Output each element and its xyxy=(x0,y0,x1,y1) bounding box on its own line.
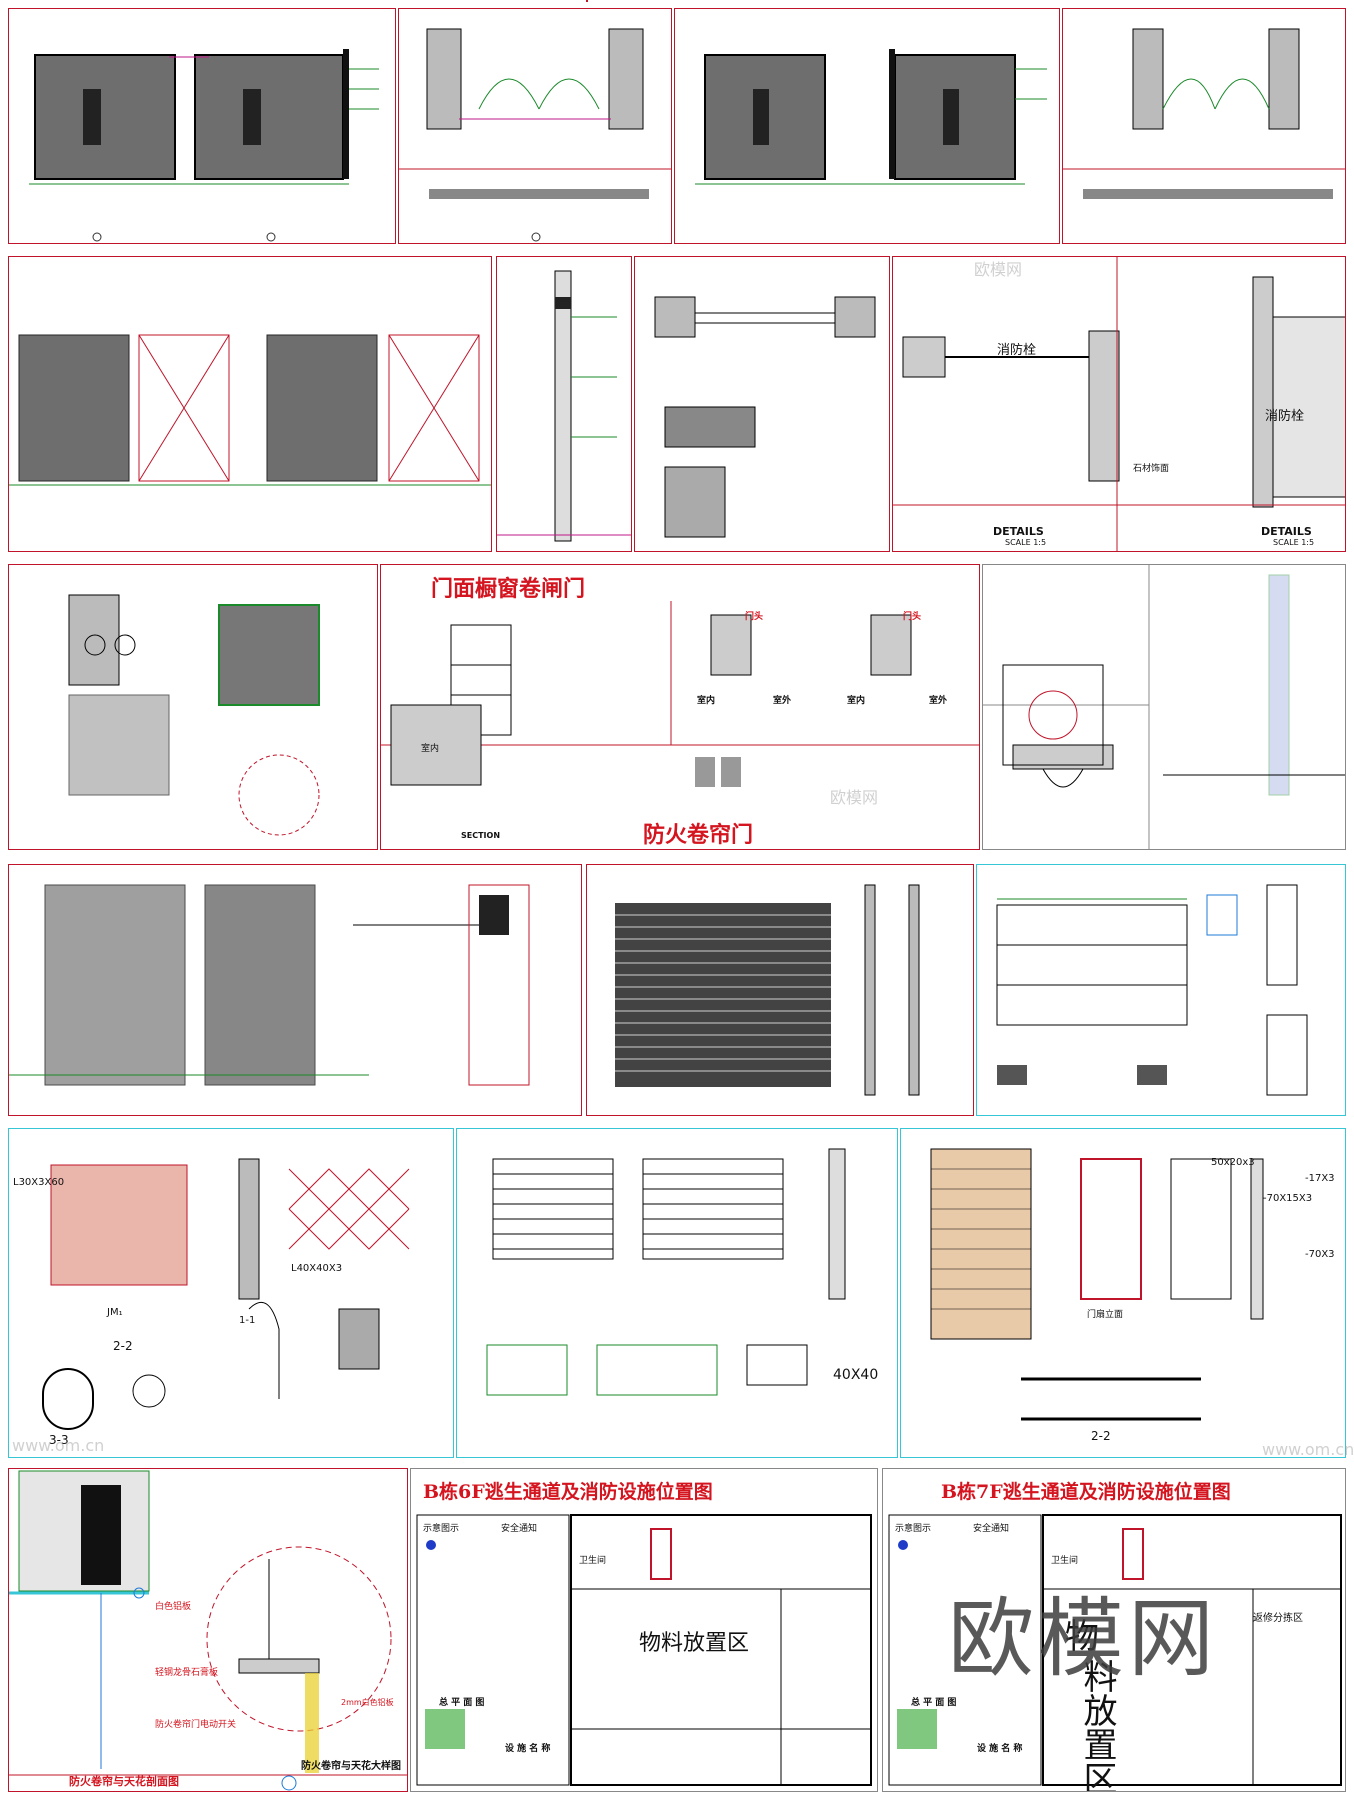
details-scale-left: SCALE 1:5 xyxy=(1005,538,1047,547)
door-plan-label: 门扇立面 xyxy=(1087,1310,1124,1320)
rolling-shutter-drawing xyxy=(615,884,920,1096)
panel-hydrant-details: 消防栓 消防栓 DETAILS SCALE 1:5 DETAILS SCALE … xyxy=(892,256,1346,552)
panel-fire-shutter-ceiling: 轻钢龙骨石膏板 白色铝板 防火卷帘门电动开关 2mm白色铝板 防火卷帘与天花剖面… xyxy=(8,1468,408,1792)
section-22-label: 2-2 xyxy=(113,1339,133,1353)
panel-door-plan-b xyxy=(1062,8,1346,244)
indoor-label-section: 室内 xyxy=(421,744,440,754)
panel-door-header-details xyxy=(634,256,890,552)
watermark-tag-1: 欧模网 xyxy=(974,260,1023,279)
dim17-label: -17X3 xyxy=(1305,1173,1335,1184)
stone-finish-label: 石材饰面 xyxy=(1133,464,1170,474)
panel-shutter-joint-details xyxy=(982,564,1346,850)
panel-b6f-evacuation: B栋6F逃生通道及消防设施位置图 物料放置区 卫生间 总 平 面 图 设 施 名… xyxy=(410,1468,878,1792)
panel-gate-elevations xyxy=(8,864,582,1116)
shutter-box-drawing xyxy=(68,594,320,836)
steel-door-drawing xyxy=(930,1148,1264,1421)
general-plan-6f: 总 平 面 图 xyxy=(439,1698,485,1708)
section-33-label: 3-3 xyxy=(49,1433,69,1447)
material-area-6f: 物料放置区 xyxy=(639,1631,750,1656)
panel-b7f-evacuation: B栋7F逃生通道及消防设施位置图 物 料放置区 返修分拣区 卫生间 总 平 面 … xyxy=(882,1468,1346,1792)
panel-door-plan-a xyxy=(398,8,672,244)
shutter-switch-label: 防火卷帘门电动开关 xyxy=(155,1720,237,1730)
watermark-site-1: www.om.cn xyxy=(12,1436,105,1455)
panel-rolling-shutter xyxy=(586,864,974,1116)
door-head-label-2: 门头 xyxy=(903,612,922,622)
indoor-label-2: 室内 xyxy=(847,696,866,706)
b6f-floor-plan xyxy=(416,1514,872,1786)
details-scale-right: SCALE 1:5 xyxy=(1273,538,1315,547)
toilet-7f: 卫生间 xyxy=(1051,1556,1079,1566)
watermark-tag-2: 欧模网 xyxy=(830,788,879,807)
facility-name-7f: 设 施 名 称 xyxy=(977,1744,1023,1754)
shop-shutter-title: 门面橱窗卷闸门 xyxy=(431,576,586,602)
double-door-drawing xyxy=(9,334,491,486)
panel-louver-gate: 40X40 xyxy=(456,1128,898,1458)
b7f-title: B栋7F逃生通道及消防设施位置图 xyxy=(941,1481,1231,1503)
notice-6f: 安全通知 xyxy=(501,1524,538,1534)
legend-7f: 示意图示 xyxy=(895,1524,932,1534)
fire-shutter-section-title: 防火卷帘与天花剖面图 xyxy=(69,1775,179,1788)
details-title-left: DETAILS xyxy=(993,525,1044,538)
notice-7f: 安全通知 xyxy=(973,1524,1010,1534)
watermark-site-2: www.om.cn xyxy=(1262,1440,1354,1459)
door-plan-drawing-a xyxy=(399,28,671,242)
panel-shop-shutter-section: 门面橱窗卷闸门 防火卷帘门 门头 门头 室内 室外 室内 室外 室内 SECTI… xyxy=(380,564,980,850)
fire-shutter-detail-title: 防火卷帘与天花大样图 xyxy=(301,1761,401,1772)
door-elevation-drawing-a xyxy=(29,49,379,242)
details-title-right: DETAILS xyxy=(1261,525,1312,538)
stone-ceiling-label: 轻钢龙骨石膏板 xyxy=(155,1668,219,1678)
door-plan-drawing-b xyxy=(1063,28,1345,199)
section-22-door: 2-2 xyxy=(1091,1429,1111,1443)
material-area-7f-first: 物 xyxy=(1065,1617,1099,1657)
shop-shutter-drawing xyxy=(381,601,979,787)
dim70-label: -70X15X3 xyxy=(1263,1193,1313,1204)
fire-shutter-title: 防火卷帘门 xyxy=(643,822,754,848)
outdoor-label-1: 室外 xyxy=(773,696,792,706)
b6f-title: B栋6F逃生通道及消防设施位置图 xyxy=(423,1481,713,1503)
panel-shutter-box-detail xyxy=(8,564,378,850)
panel-steel-door: 50x20x3 -70X15X3 -17X3 -70X3 门扇立面 2-2 xyxy=(900,1128,1346,1458)
door-elevation-drawing-b xyxy=(695,49,1047,185)
door-header-drawing xyxy=(654,296,876,538)
hydrant-label-left: 消防栓 xyxy=(997,343,1037,358)
louver-gate-drawing xyxy=(486,1148,846,1396)
dim70b-label: -70X3 xyxy=(1305,1249,1335,1260)
sliding-gate-drawing xyxy=(996,884,1308,1096)
legend-6f: 示意图示 xyxy=(423,1524,460,1534)
main-watermark: 欧模网 xyxy=(948,1589,1218,1689)
dim2-label: 2mm白色铝板 xyxy=(341,1698,394,1707)
panel-rolling-shutter-elevation xyxy=(586,0,588,2)
gate-elevation-drawing xyxy=(9,884,530,1086)
panel-sliding-gate xyxy=(976,864,1346,1116)
section-11-label: 1-1 xyxy=(239,1315,256,1326)
white-al-label: 白色铝板 xyxy=(155,1602,192,1612)
hydrant-label-right: 消防栓 xyxy=(1265,409,1305,424)
panel-door-elevation-a xyxy=(8,8,396,244)
facility-name-6f: 设 施 名 称 xyxy=(505,1744,551,1754)
material-area-7f: 料放置区 xyxy=(1077,1659,1117,1792)
general-plan-7f: 总 平 面 图 xyxy=(911,1698,957,1708)
dim50-label: 50x20x3 xyxy=(1211,1157,1255,1168)
panel-door-section xyxy=(496,256,632,552)
door-head-label-1: 门头 xyxy=(745,612,764,622)
l140-label: L40X40X3 xyxy=(291,1263,343,1274)
dim40-label: 40X40 xyxy=(833,1367,879,1383)
panel-double-door-elevation xyxy=(8,256,492,552)
outdoor-label-2: 室外 xyxy=(929,696,948,706)
toilet-6f: 卫生间 xyxy=(579,1556,607,1566)
b7f-floor-plan xyxy=(888,1514,1342,1786)
l30-label: L30X3X60 xyxy=(13,1177,65,1188)
indoor-label-1: 室内 xyxy=(697,696,716,706)
shutter-joint-drawing xyxy=(983,565,1345,849)
fire-shutter-ceiling-drawing xyxy=(9,1470,407,1791)
section-label: SECTION xyxy=(461,831,501,840)
hydrant-detail-drawing xyxy=(893,257,1345,551)
jm1-mesh-gate-drawing xyxy=(42,1158,410,1430)
door-section-drawing xyxy=(497,270,631,542)
jm1-label: JM₁ xyxy=(107,1307,123,1318)
repair-area-7f: 返修分拣区 xyxy=(1253,1613,1303,1624)
panel-door-elevation-b xyxy=(674,8,1060,244)
panel-jm1-mesh-gate: L30X3X60 L40X40X3 JM₁ 1-1 2-2 3-3 xyxy=(8,1128,454,1458)
